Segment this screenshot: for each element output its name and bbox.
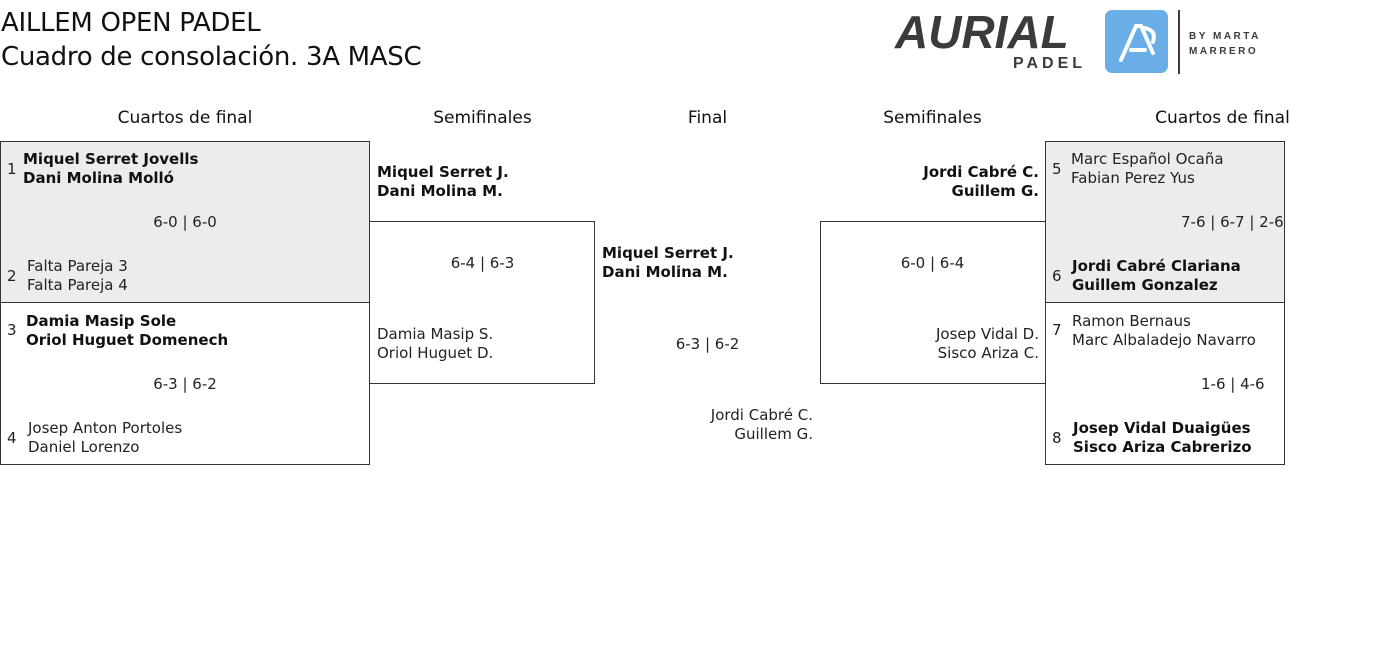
team-entry: Damia Masip Sole Oriol Huguet Domenech — [26, 312, 228, 350]
player-name: Miquel Serret Jovells — [23, 150, 199, 168]
match-box-qf1 — [0, 141, 370, 303]
seed-number: 6 — [1052, 267, 1062, 285]
player-name: Oriol Huguet D. — [377, 344, 494, 362]
header: AILLEM OPEN PADEL Cuadro de consolación.… — [1, 6, 422, 74]
player-name: Ramon Bernaus — [1072, 312, 1191, 330]
logo-sub: PADEL — [1013, 55, 1086, 72]
player-name: Daniel Lorenzo — [28, 438, 140, 456]
match-box-sf-left — [369, 221, 595, 384]
seed-number: 1 — [7, 160, 17, 178]
seed-number: 5 — [1052, 160, 1062, 178]
player-name: Josep Anton Portoles — [28, 419, 183, 437]
team-entry: Josep Vidal Duaigües Sisco Ariza Cabreri… — [1073, 419, 1252, 457]
player-name: Dani Molina M. — [377, 182, 503, 200]
logo-mark — [1105, 10, 1168, 73]
player-name: Guillem G. — [734, 425, 813, 443]
player-name: Guillem G. — [951, 182, 1039, 200]
player-name: Jordi Cabré C. — [710, 406, 813, 424]
player-name: Sisco Ariza C. — [937, 344, 1039, 362]
player-name: Josep Vidal D. — [935, 325, 1039, 343]
player-name: Falta Pareja 3 — [27, 257, 128, 275]
match-score: 6-0 | 6-0 — [153, 213, 217, 231]
player-name: Marc Albaladejo Navarro — [1072, 331, 1256, 349]
player-name: Oriol Huguet Domenech — [26, 331, 229, 349]
tournament-title: AILLEM OPEN PADEL — [1, 8, 261, 38]
round-header-sf-left: Semifinales — [433, 108, 532, 128]
logo-by2: MARRERO — [1189, 46, 1258, 57]
player-name: Damia Masip Sole — [26, 312, 177, 330]
match-score: 6-3 | 6-2 — [153, 375, 217, 393]
logo-by: BY MARTA — [1189, 31, 1261, 42]
match-score: 1-6 | 4-6 — [1201, 375, 1265, 393]
player-name: Marc Español Ocaña — [1071, 150, 1224, 168]
team-entry: Josep Anton Portoles Daniel Lorenzo — [28, 419, 182, 457]
seed-number: 7 — [1052, 321, 1062, 339]
logo-graphic: AURIAL PADEL BY MARTA MARRERO — [894, 6, 1261, 74]
player-name: Damia Masip S. — [377, 325, 494, 343]
match-score: 7-6 | 6-7 | 2-6 — [1181, 213, 1284, 231]
player-name: Jordi Cabré Clariana — [1072, 257, 1241, 275]
player-name: Falta Pareja 4 — [27, 276, 128, 294]
round-header-sf-right: Semifinales — [883, 108, 982, 128]
team-entry: Josep Vidal D. Sisco Ariza C. — [820, 325, 1039, 363]
team-entry: Falta Pareja 3 Falta Pareja 4 — [27, 257, 128, 295]
player-name: Miquel Serret J. — [602, 244, 734, 262]
seed-number: 4 — [7, 429, 17, 447]
player-name: Sisco Ariza Cabrerizo — [1073, 438, 1252, 456]
player-name: Josep Vidal Duaigües — [1073, 419, 1251, 437]
logo-word: AURIAL — [894, 6, 1069, 58]
player-name: Miquel Serret J. — [377, 163, 509, 181]
match-box-qf3 — [1045, 141, 1285, 303]
team-entry: Miquel Serret J. Dani Molina M. — [377, 163, 509, 201]
team-entry: Ramon Bernaus Marc Albaladejo Navarro — [1072, 312, 1256, 350]
player-name: Fabian Perez Yus — [1071, 169, 1195, 187]
player-name: Dani Molina M. — [602, 263, 728, 281]
seed-number: 2 — [7, 267, 17, 285]
team-entry: Damia Masip S. Oriol Huguet D. — [377, 325, 493, 363]
match-score: 6-0 | 6-4 — [900, 254, 965, 272]
seed-number: 8 — [1052, 429, 1062, 447]
player-name: Jordi Cabré C. — [923, 163, 1039, 181]
team-entry: Marc Español Ocaña Fabian Perez Yus — [1071, 150, 1224, 188]
team-entry: Miquel Serret J. Dani Molina M. — [602, 244, 734, 282]
round-header-qf-left: Cuartos de final — [117, 108, 253, 128]
round-header-final: Final — [687, 108, 728, 128]
team-entry: Miquel Serret Jovells Dani Molina Molló — [23, 150, 198, 188]
aurial-padel-logo: AURIAL PADEL BY MARTA MARRERO — [894, 6, 1280, 78]
seed-number: 3 — [7, 321, 17, 339]
player-name: Dani Molina Molló — [23, 169, 174, 187]
match-box-qf4 — [1045, 302, 1285, 465]
team-entry: Jordi Cabré C. Guillem G. — [595, 406, 813, 444]
logo-monogram-icon — [1119, 24, 1156, 62]
team-entry: Jordi Cabré Clariana Guillem Gonzalez — [1072, 257, 1241, 295]
draw-subtitle: Cuadro de consolación. 3A MASC — [1, 42, 422, 72]
match-score: 6-4 | 6-3 — [450, 254, 515, 272]
round-header-qf-right: Cuartos de final — [1155, 108, 1290, 128]
match-score: 6-3 | 6-2 — [675, 335, 740, 353]
player-name: Guillem Gonzalez — [1072, 276, 1218, 294]
team-entry: Jordi Cabré C. Guillem G. — [820, 163, 1039, 201]
